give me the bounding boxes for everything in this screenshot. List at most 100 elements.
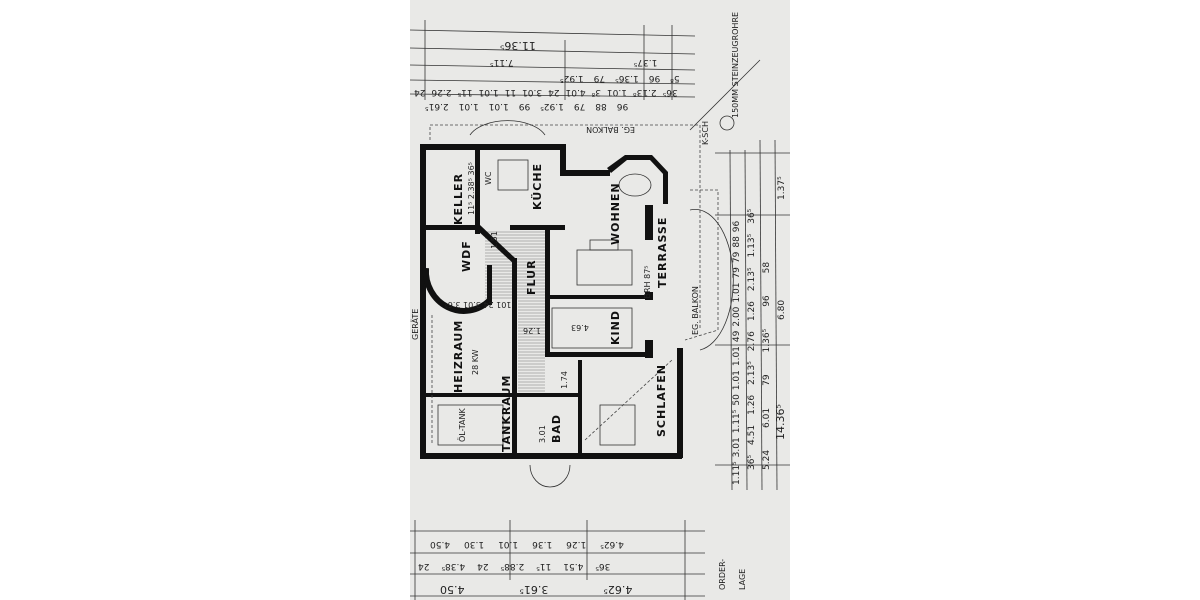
dimension-label: 2.76 [747, 331, 757, 351]
dimension-label: 1.13⁵ [747, 233, 757, 257]
dimension-label: 4.62⁵ [600, 539, 624, 549]
dimension-label: 6.01 [762, 408, 772, 428]
dimension-label: 1.01 [489, 101, 509, 111]
bay-window-right [689, 209, 734, 351]
dimension-label: 24 [477, 561, 489, 571]
dimension-label: 2.13⁵ [747, 267, 757, 291]
dimension-label: 4.01 [566, 87, 586, 97]
dimension-label: 96 [762, 295, 772, 307]
dimension-label: 4.38⁵ [441, 561, 465, 571]
balkon-right-label: EG. BALKON [691, 286, 700, 335]
room-label-wdf: WDF [460, 240, 473, 272]
dimension-label: 1.01 [732, 283, 742, 303]
room-label-terrasse: TERRASSE [656, 217, 669, 288]
dimension-label: 4.63 [571, 323, 589, 332]
dimension-label: 24 [418, 561, 430, 571]
dimension-label: 1.26 [523, 326, 541, 335]
dimension-label: 88 [595, 101, 607, 111]
walls [420, 144, 683, 459]
dimension-label: 96 [648, 73, 660, 83]
pipe-label: 150MM STEINZEUGROHRE [731, 12, 740, 118]
room-label-wc: WC [484, 171, 493, 185]
balkon-top-label: EG. BALKON [586, 125, 635, 134]
dimension-label: 1.01 [479, 87, 499, 97]
dimension-label: 24 [548, 87, 560, 97]
dimension-label: 96 [616, 101, 628, 111]
dimension-label: 6.80 [777, 300, 787, 320]
dimension-label: 99 [518, 101, 530, 111]
dimension-label: 5⁸ [670, 73, 680, 83]
dimension-label: 2.88⁵ [500, 561, 524, 571]
dimension-label: 1.01 [459, 101, 479, 111]
furniture [431, 159, 673, 446]
dimension-label: 96 [732, 220, 742, 232]
dimension-label: 36⁵ [662, 87, 677, 97]
keller-dims: 11⁵ 2.38⁵ 36⁵ [467, 162, 476, 215]
dimension-label: 1.92⁵ [560, 73, 584, 83]
dimension-label: 1.37⁵ [633, 57, 657, 67]
floor-plan-paper [410, 0, 790, 600]
dimension-label: 36⁵ [595, 561, 610, 571]
pipe-line [689, 59, 761, 131]
dimension-label: 79 [732, 251, 742, 263]
dimension-label: 1.37⁵ [777, 176, 787, 200]
dimension-label: 1.30 [464, 539, 484, 549]
dimension-label: 1.74 [560, 371, 569, 389]
room-label-tankraum: TANKRAUM [500, 375, 513, 452]
dimension-label: 1.36⁵ [762, 328, 772, 352]
terrace-outline [684, 189, 719, 341]
dimension-label: 101 24 3.01 3.6⁵ [445, 300, 512, 309]
dimension-label: 2.13⁵ [747, 361, 757, 385]
heizraum-power: 28 KW [471, 349, 480, 375]
dimension-label: 79 [593, 73, 605, 83]
dimension-label: 1.11⁵ [732, 461, 742, 485]
dimension-label: 79 [762, 374, 772, 386]
dimension-label: 1.01 [732, 346, 742, 366]
dimension-label: 79 [574, 101, 586, 111]
dimension-label: 79 [732, 267, 742, 279]
dimension-label: 5.24 [762, 450, 772, 470]
dimension-label: 11.36⁵ [500, 39, 536, 52]
dimension-label: 2.61⁵ [425, 101, 449, 111]
dimension-label: 2.00 [732, 306, 742, 326]
gerate-label: GERÄTE [410, 309, 420, 340]
dimension-label: 1.36 [532, 539, 552, 549]
room-label-schlafen: SCHLAFEN [655, 364, 668, 437]
room-label-heizraum: HEIZRAUM [452, 320, 465, 393]
top-dimension-lines [409, 20, 696, 100]
dimension-label: 1.01 [732, 370, 742, 390]
room-label-flur: FLUR [525, 259, 538, 295]
ksch-label: K-SCH [701, 121, 710, 145]
dimension-label: 11 [505, 87, 516, 97]
dimension-label: 1.26 [566, 539, 586, 549]
dimension-label: 3.01 [522, 87, 542, 97]
dimension-label: 3.61⁵ [520, 583, 549, 596]
balcony-outline [429, 124, 701, 330]
room-label-keller: KELLER [452, 173, 465, 225]
dimension-label: 88 [732, 236, 742, 248]
dimension-label: 24 [414, 87, 426, 97]
dimension-label: 49 [732, 330, 742, 342]
room-label-kueche: KÜCHE [530, 163, 544, 210]
dimension-label: 1.01 [498, 539, 518, 549]
room-label-bad: BAD [550, 414, 563, 443]
bottom-dimension-lines [410, 520, 705, 600]
dimension-label: 1.11⁵ [732, 409, 742, 433]
dimension-label: 3⁸ [591, 87, 601, 97]
dimension-label: 58 [762, 262, 772, 274]
dimension-label: 36⁵ [747, 208, 757, 223]
dimension-label: 1.36⁵ [615, 73, 639, 83]
order-label: ORDER- [718, 559, 727, 590]
room-label-oel-tank: ÖL-TANK [457, 408, 467, 442]
dimension-label: 7.11⁵ [490, 57, 514, 67]
dimension-label: 4.51 [747, 425, 757, 445]
dimension-label: BRH 87⁵ [643, 266, 652, 299]
right-dimension-lines [715, 139, 790, 491]
dimension-label: 1.51 [490, 231, 499, 249]
bay-window-bottom [529, 464, 571, 488]
inspection-shaft [719, 115, 735, 131]
bad-dim: 3.01 [538, 425, 547, 443]
dimension-label: 1.92⁵ [540, 101, 564, 111]
